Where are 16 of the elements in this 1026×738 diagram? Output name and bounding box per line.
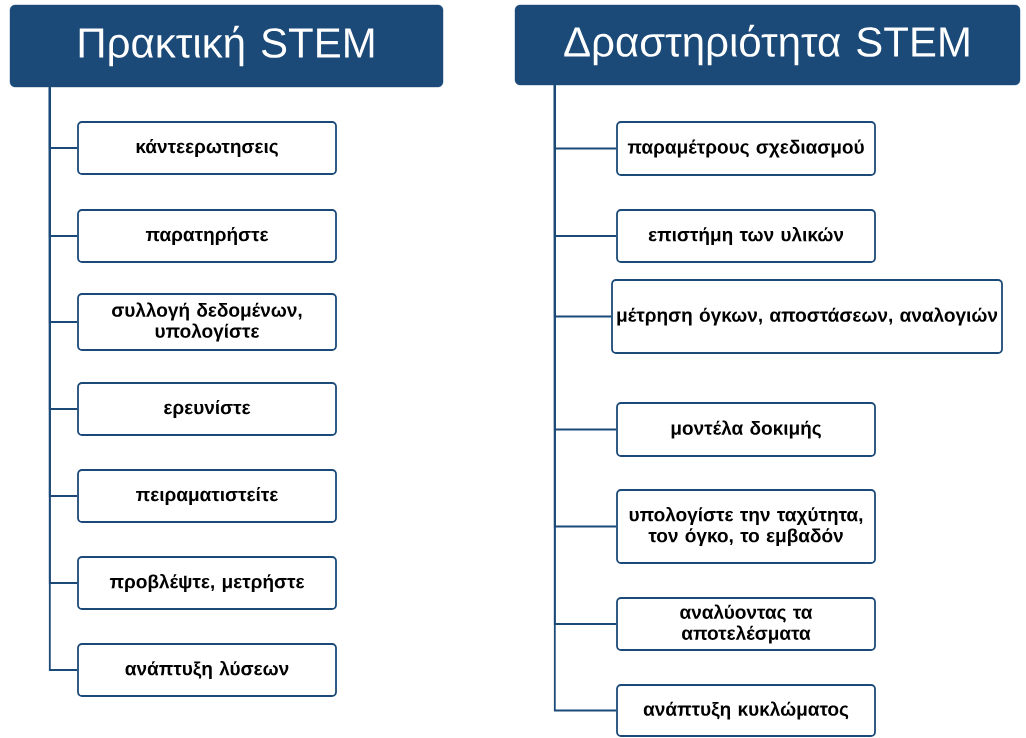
label-box: προβλέψτε, μετρήστε xyxy=(77,556,337,610)
header-box: Πρακτική STEM xyxy=(9,4,444,88)
header-box: Δραστηριότητα STEM xyxy=(514,4,1021,86)
label-box: παρατηρήστε xyxy=(77,209,337,263)
label-box: παραμέτρους σχεδιασμού xyxy=(616,121,876,176)
label-box: αναλύοντας τα αποτελέσματα xyxy=(616,597,876,651)
label-box: ανάπτυξη λύσεων xyxy=(77,643,337,697)
label-box: ερευνίστε xyxy=(77,382,337,436)
label-box: επιστήμη των υλικών xyxy=(616,209,876,263)
label-box: κάντεερωτησεις xyxy=(77,121,337,175)
label-box: ανάπτυξη κυκλώματος xyxy=(616,684,876,737)
label-box: συλλογή δεδομένων, υπολογίστε xyxy=(77,293,337,351)
label-box: μοντέλα δοκιμής xyxy=(616,402,876,457)
label-box: υπολογίστε την ταχύτητα, τον όγκο, το εμβαδόν xyxy=(616,489,876,564)
label-box: πειραματιστείτε xyxy=(77,469,337,523)
label-box: μέτρηση όγκων, αποστάσεων, αναλογιών xyxy=(611,279,1003,354)
